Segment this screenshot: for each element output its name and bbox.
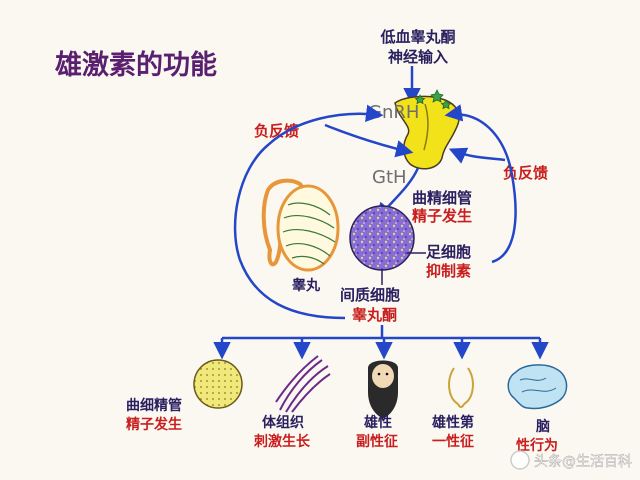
target-4-line1: 雄性第 [431, 414, 474, 431]
target-bearded-face-icon [368, 360, 398, 418]
target-tubule-icon [193, 359, 243, 409]
target-1-line1: 曲细精管 [126, 397, 182, 414]
leydig-line2: 睾丸酮 [352, 306, 397, 324]
pituitary-stalk [423, 103, 429, 151]
target-2-line2: 刺激生长 [254, 433, 311, 450]
seminiferous-line1: 曲精细管 [412, 189, 472, 207]
feedback-left-loop [233, 104, 384, 320]
target-4-line2: 一性征 [432, 433, 474, 450]
feedback-right-loop-2 [448, 147, 506, 164]
target-brain-icon [507, 364, 568, 410]
top-input-line1: 低血睾丸酮 [379, 28, 455, 46]
target-3-line1: 雄性 [363, 414, 392, 431]
target-muscle-icon [275, 355, 331, 413]
target-1-line2: 精子发生 [126, 416, 182, 433]
target-genitalia-icon [448, 367, 474, 408]
testis-drawing [261, 178, 340, 272]
target-5-line2: 性行为 [516, 437, 558, 454]
gnrh-label: GnRH [368, 102, 419, 123]
feedback-right-label: 负反馈 [503, 164, 548, 182]
target-5-line1: 脑 [536, 418, 550, 435]
seminiferous-tubule-cross-section [349, 205, 415, 271]
leydig-line1: 间质细胞 [340, 286, 400, 304]
page-title: 雄激素的功能 [54, 49, 217, 81]
watermark-text: 头条@生活百科 [534, 453, 632, 470]
sertoli-line2: 抑制素 [426, 262, 471, 280]
gth-label: GtH [372, 167, 407, 188]
seminiferous-line2: 精子发生 [412, 207, 472, 225]
feedback-left-label: 负反馈 [254, 122, 299, 140]
target-3-line2: 副性征 [356, 433, 398, 450]
feedback-left-loop-2 [324, 123, 414, 158]
testis-label: 睾丸 [292, 277, 321, 294]
watermark: 头条@生活百科 [510, 450, 632, 470]
target-2-line1: 体组织 [262, 414, 304, 431]
sertoli-line1: 足细胞 [426, 243, 471, 261]
feedback-right-loop [444, 104, 517, 264]
top-input-line2: 神经输入 [388, 48, 448, 66]
